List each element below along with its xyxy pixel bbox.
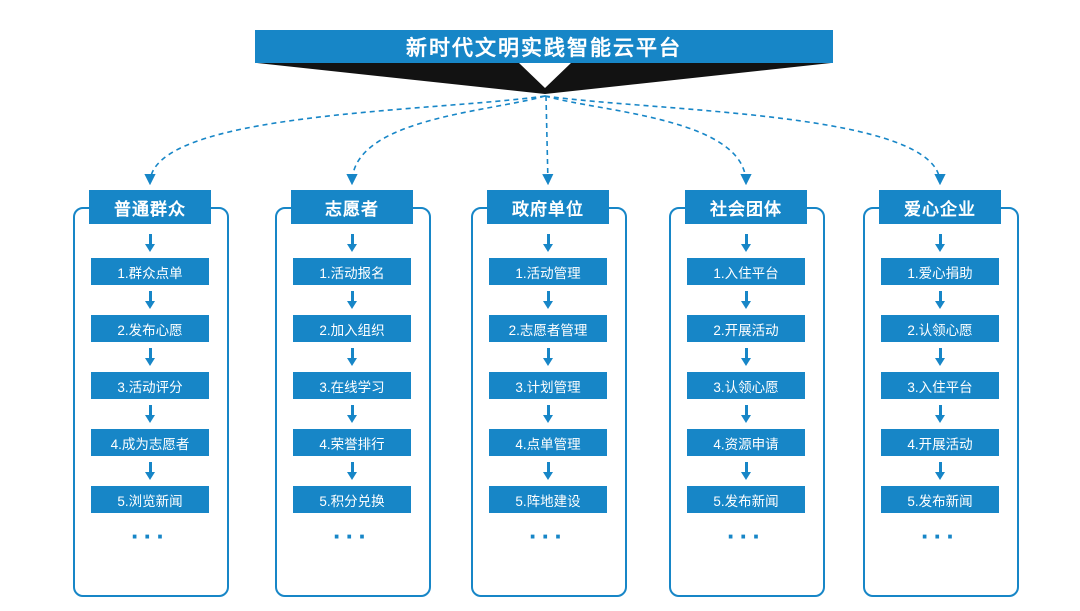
dashed-connector-1 [144,95,546,186]
column-government-header: 政府单位 [487,190,609,224]
column-enterprise-flow: 1.爱心捐助 2.认领心愿 3.入住平台 4.开展活动 5.发布新闻 ··· [862,224,1018,551]
down-arrow-icon [741,224,751,258]
down-arrow-icon [935,342,945,372]
down-arrow-icon [935,399,945,429]
down-arrow-icon [543,285,553,315]
step-box: 2.开展活动 [687,315,805,342]
down-arrow-icon [347,456,357,486]
column-public-header: 普通群众 [89,190,211,224]
banner-funnel-shape [257,63,831,94]
step-box: 4.开展活动 [881,429,999,456]
step-box: 4.成为志愿者 [91,429,209,456]
banner-center-arrow-icon [519,63,571,88]
down-arrow-icon [347,224,357,258]
down-arrow-icon [347,399,357,429]
column-enterprise-header: 爱心企业 [879,190,1001,224]
step-box: 5.发布新闻 [687,486,805,513]
step-box: 5.发布新闻 [881,486,999,513]
more-ellipsis: ··· [921,521,959,551]
step-box: 3.计划管理 [489,372,607,399]
step-box: 1.爱心捐助 [881,258,999,285]
down-arrow-icon [347,342,357,372]
down-arrow-icon [935,285,945,315]
column-public-flow: 1.群众点单 2.发布心愿 3.活动评分 4.成为志愿者 5.浏览新闻 ··· [72,224,228,551]
step-box: 1.群众点单 [91,258,209,285]
column-government-flow: 1.活动管理 2.志愿者管理 3.计划管理 4.点单管理 5.阵地建设 ··· [470,224,626,551]
column-enterprise: 爱心企业 1.爱心捐助 2.认领心愿 3.入住平台 4.开展活动 5.发布新闻 … [862,190,1019,600]
dashed-connector-3 [542,95,554,186]
down-arrow-icon [145,224,155,258]
step-box: 4.荣誉排行 [293,429,411,456]
down-arrow-icon [741,399,751,429]
column-volunteer-flow: 1.活动报名 2.加入组织 3.在线学习 4.荣誉排行 5.积分兑换 ··· [274,224,430,551]
step-box: 3.认领心愿 [687,372,805,399]
dashed-connector-4 [544,95,752,186]
step-box: 1.活动报名 [293,258,411,285]
step-box: 2.加入组织 [293,315,411,342]
down-arrow-icon [543,399,553,429]
dashed-connector-5 [544,95,946,186]
dashed-connector-2 [346,95,546,186]
step-box: 4.点单管理 [489,429,607,456]
down-arrow-icon [741,342,751,372]
step-box: 1.入住平台 [687,258,805,285]
step-box: 2.发布心愿 [91,315,209,342]
down-arrow-icon [741,285,751,315]
column-social-group-header: 社会团体 [685,190,807,224]
down-arrow-icon [543,456,553,486]
step-box: 5.浏览新闻 [91,486,209,513]
down-arrow-icon [935,224,945,258]
more-ellipsis: ··· [727,521,765,551]
down-arrow-icon [741,456,751,486]
down-arrow-icon [543,224,553,258]
column-public: 普通群众 1.群众点单 2.发布心愿 3.活动评分 4.成为志愿者 5.浏览新闻… [72,190,229,600]
step-box: 4.资源申请 [687,429,805,456]
step-box: 5.积分兑换 [293,486,411,513]
more-ellipsis: ··· [333,521,371,551]
step-box: 1.活动管理 [489,258,607,285]
platform-title-banner: 新时代文明实践智能云平台 [255,30,833,63]
column-social-group-flow: 1.入住平台 2.开展活动 3.认领心愿 4.资源申请 5.发布新闻 ··· [668,224,824,551]
step-box: 3.在线学习 [293,372,411,399]
step-box: 3.入住平台 [881,372,999,399]
down-arrow-icon [543,342,553,372]
down-arrow-icon [935,456,945,486]
down-arrow-icon [347,285,357,315]
column-volunteer-header: 志愿者 [291,190,413,224]
down-arrow-icon [145,399,155,429]
more-ellipsis: ··· [131,521,169,551]
down-arrow-icon [145,342,155,372]
step-box: 2.认领心愿 [881,315,999,342]
column-government: 政府单位 1.活动管理 2.志愿者管理 3.计划管理 4.点单管理 5.阵地建设… [470,190,627,600]
step-box: 5.阵地建设 [489,486,607,513]
step-box: 2.志愿者管理 [489,315,607,342]
column-social-group: 社会团体 1.入住平台 2.开展活动 3.认领心愿 4.资源申请 5.发布新闻 … [668,190,825,600]
column-volunteer: 志愿者 1.活动报名 2.加入组织 3.在线学习 4.荣誉排行 5.积分兑换 ·… [274,190,431,600]
down-arrow-icon [145,285,155,315]
step-box: 3.活动评分 [91,372,209,399]
more-ellipsis: ··· [529,521,567,551]
down-arrow-icon [145,456,155,486]
